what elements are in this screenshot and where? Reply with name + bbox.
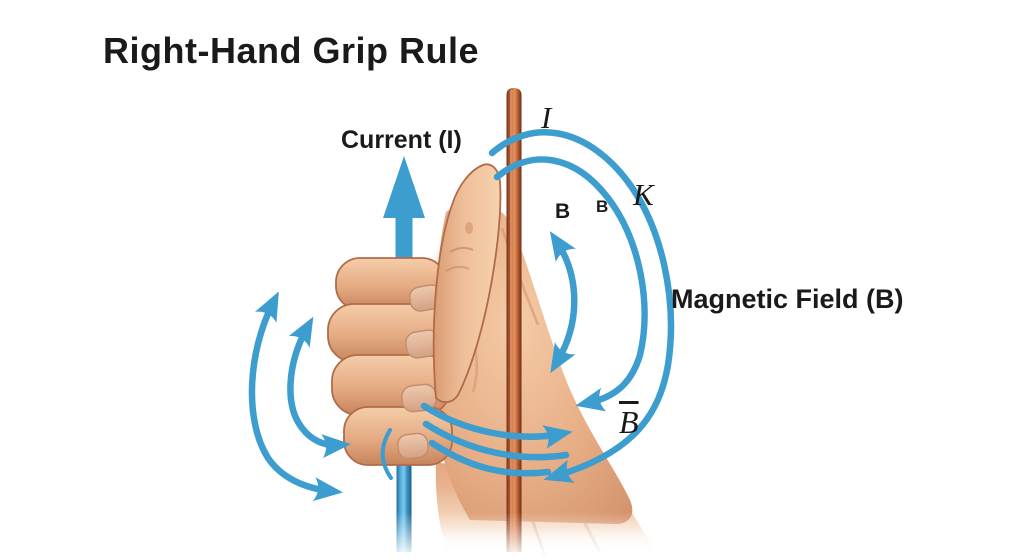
copper-wire	[506, 88, 522, 552]
field-point-label-1: B	[555, 200, 571, 223]
current-symbol-label: I	[541, 100, 552, 135]
field-point-label-2: B	[596, 197, 609, 216]
magnetic-field-label: Magnetic Field (B)	[671, 284, 904, 314]
current-arrow	[383, 156, 425, 218]
field-arc-outer	[488, 129, 675, 483]
field-arc-inner	[549, 231, 578, 374]
field-arc-middle	[493, 156, 648, 412]
left-rotation-arrow-inner	[287, 316, 351, 459]
current-label: Current (I)	[341, 126, 462, 154]
k-symbol-label: K	[633, 177, 654, 212]
wrist-arc-3	[428, 439, 552, 477]
fist-fingers	[327, 257, 453, 466]
magnetic-field-lines	[248, 129, 675, 502]
page-title: Right-Hand Grip Rule	[103, 30, 479, 71]
thumb	[432, 163, 502, 404]
wire-hook-arc	[380, 428, 393, 480]
wrist-arc-1	[420, 402, 573, 449]
wrist-arc-2	[422, 420, 570, 461]
bottom-fade	[360, 512, 700, 559]
left-rotation-arrow-outer	[248, 291, 343, 502]
field-vector-label: B	[619, 404, 639, 440]
